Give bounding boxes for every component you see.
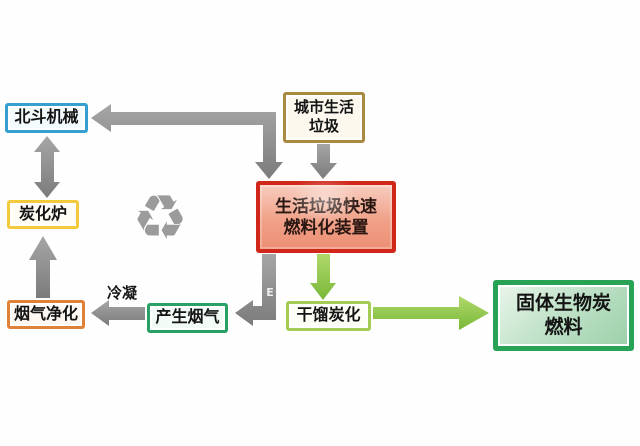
node-carbonization-furnace: 炭化炉 bbox=[7, 200, 79, 229]
node-rapid-fuel-device: 生活垃圾快速 燃料化装置 bbox=[256, 181, 396, 253]
node-dry-distillation: 干馏炭化 bbox=[286, 301, 371, 331]
arrow-purification-to-furnace bbox=[29, 236, 57, 298]
arrow-waste-to-device bbox=[310, 144, 337, 179]
node-rapid-fuel-device-line1: 生活垃圾快速 bbox=[275, 196, 377, 216]
node-rapid-fuel-device-line2: 燃料化装置 bbox=[283, 218, 369, 237]
condensation-label: 冷凝 bbox=[106, 286, 137, 302]
node-solid-biochar-fuel-line1: 固体生物炭 bbox=[515, 292, 611, 314]
arrow-device-to-distillation bbox=[310, 254, 336, 300]
arrow-device-to-fluegas bbox=[235, 254, 276, 326]
node-flue-gas-produced: 产生烟气 bbox=[147, 303, 228, 333]
arrow-fluegas-to-purification bbox=[91, 300, 145, 326]
node-municipal-waste-line2: 垃圾 bbox=[308, 118, 339, 135]
node-solid-biochar-fuel-line2: 燃料 bbox=[544, 316, 583, 338]
node-dry-distillation-label: 干馏炭化 bbox=[296, 307, 361, 324]
arrow-device-to-beidou bbox=[91, 104, 283, 179]
arrow-distillation-to-biochar bbox=[373, 296, 489, 330]
node-flue-gas-purification-label: 烟气净化 bbox=[13, 305, 78, 323]
node-beidou-machinery: 北斗机械 bbox=[5, 103, 88, 133]
node-solid-biochar-fuel: 固体生物炭 燃料 bbox=[493, 280, 634, 351]
node-municipal-waste: 城市生活 垃圾 bbox=[283, 92, 365, 143]
node-flue-gas-produced-label: 产生烟气 bbox=[155, 309, 220, 326]
arrow-beidou-furnace-double bbox=[34, 136, 60, 198]
recycle-icon: ♻ bbox=[132, 181, 188, 254]
node-beidou-machinery-label: 北斗机械 bbox=[14, 109, 79, 126]
node-flue-gas-purification: 烟气净化 bbox=[7, 300, 85, 329]
node-carbonization-furnace-label: 炭化炉 bbox=[18, 205, 67, 223]
node-municipal-waste-line1: 城市生活 bbox=[293, 99, 354, 116]
